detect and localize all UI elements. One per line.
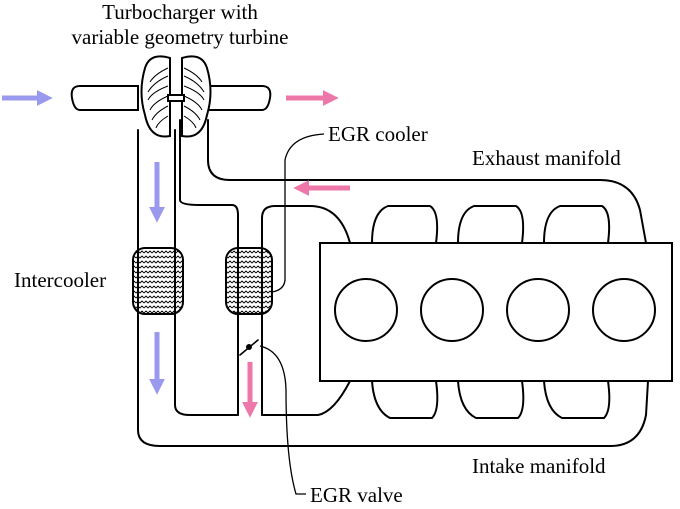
- engine-block-icon: [319, 242, 673, 382]
- turbocharger-label-line1: Turbocharger with: [102, 0, 258, 24]
- turbocharger-icon: [70, 55, 272, 138]
- cylinder-1: [334, 278, 398, 342]
- cylinder-4: [592, 278, 656, 342]
- egr-cooler-label: EGR cooler: [328, 122, 428, 146]
- turbocharger-label-line2: variable geometry turbine: [72, 25, 289, 49]
- intercooler-label: Intercooler: [14, 268, 106, 292]
- egr-valve-label: EGR valve: [310, 483, 403, 507]
- egr-cooler-icon: [225, 247, 273, 315]
- exhaust-manifold-icon: [179, 119, 647, 416]
- intercooler-icon: [132, 247, 184, 315]
- intake-manifold-icon: [137, 129, 649, 447]
- egr-valve-leader: [259, 345, 306, 495]
- cylinder-2: [420, 278, 484, 342]
- exhaust-manifold-label: Exhaust manifold: [472, 146, 621, 170]
- egr-valve-icon: [239, 339, 259, 356]
- cylinder-3: [506, 278, 570, 342]
- intake-manifold-label: Intake manifold: [472, 454, 606, 478]
- egr-cooler-leader: [271, 133, 325, 293]
- flow-arrows: [2, 89, 350, 418]
